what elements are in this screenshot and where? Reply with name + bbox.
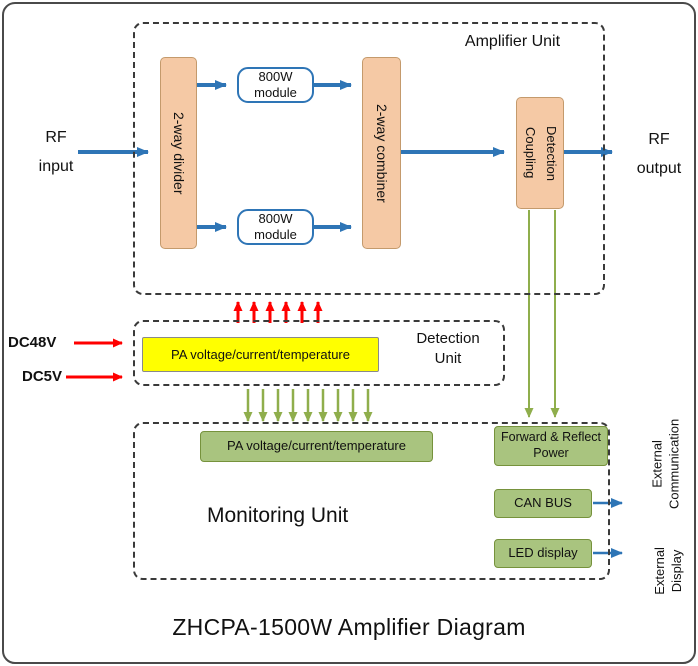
pa-telemetry-monitoring-block: PA voltage/current/temperature [200,431,433,462]
divider-label: 2-way divider [171,111,187,195]
dc48v-label: DC48V [8,334,57,351]
coupling-detection-block: Coupling Detection [516,97,564,209]
rf-output-label: RF output [636,131,682,177]
module-800w-bottom: 800W module [237,209,314,245]
rf-input-label: RF input [38,129,74,175]
amplifier-unit-box [133,22,605,295]
module-800w-top: 800W module [237,67,314,103]
divider-block: 2-way divider [160,57,197,249]
monitoring-unit-box [133,422,610,580]
detection-unit-label: Detection Unit [416,330,480,368]
can-bus-block: CAN BUS [494,489,592,518]
forward-reflect-power-block: Forward & Reflect Power [494,426,608,466]
led-display-block: LED display [494,539,592,568]
external-display-label: External Display [652,547,685,595]
external-communication-label: External Communication [649,418,682,510]
diagram-title: ZHCPA-1500W Amplifier Diagram [172,614,526,640]
coupling-detection-label: Coupling Detection [523,125,559,181]
monitoring-unit-label: Monitoring Unit [207,504,349,527]
amplifier-unit-label: Amplifier Unit [464,33,561,50]
pa-telemetry-detection-block: PA voltage/current/temperature [142,337,379,372]
detection-unit-box [133,320,505,386]
combiner-block: 2-way combiner [362,57,401,249]
dc5v-label: DC5V [22,368,63,385]
combiner-label: 2-way combiner [374,103,390,203]
